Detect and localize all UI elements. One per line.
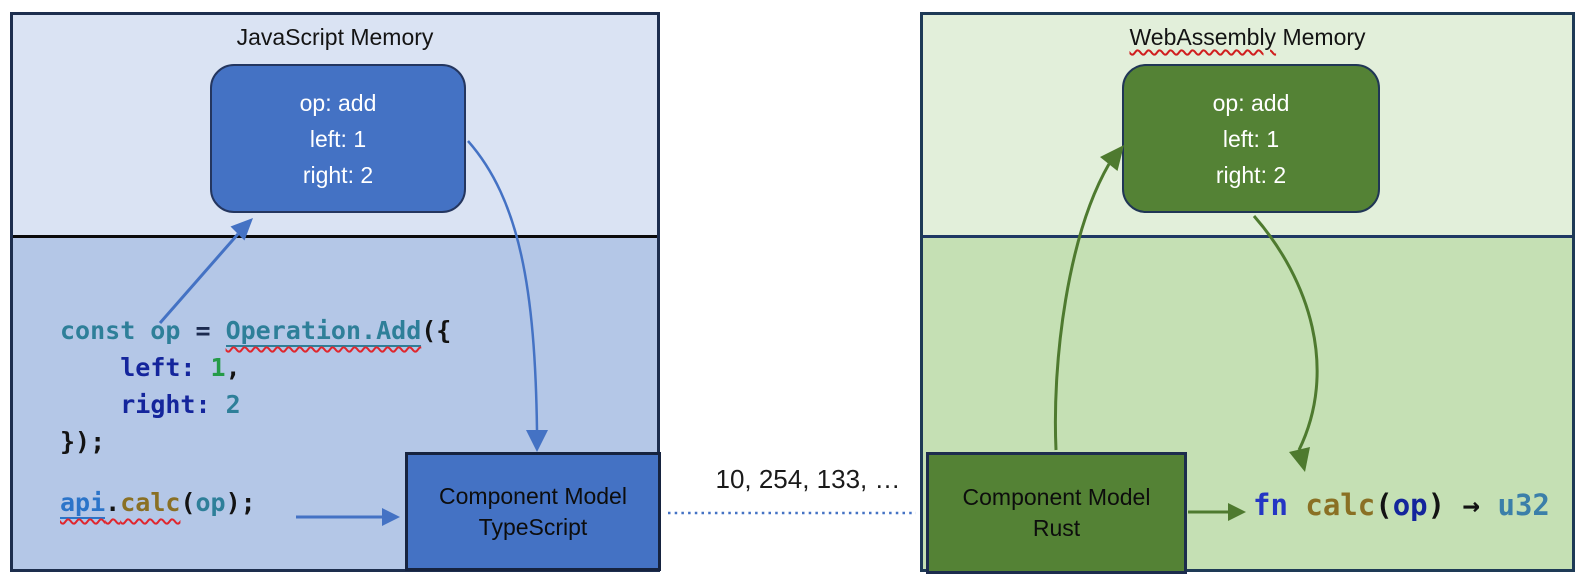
code-token: ); [225, 488, 256, 517]
code-token: right: [120, 390, 226, 419]
code-indent [60, 390, 120, 419]
memory-object-line: right: 2 [1215, 161, 1287, 188]
code-indent [60, 353, 120, 382]
byte-stream-label: 10, 254, 133, … [715, 464, 901, 494]
memory-object-line: left: 1 [1222, 125, 1280, 152]
js-memory-object-box: op: add left: 1 right: 2 [210, 64, 466, 213]
component-box-line: Rust [1032, 515, 1081, 541]
code-line: left: 1, [60, 351, 451, 388]
code-token: const op [60, 316, 181, 345]
code-line: right: 2 [60, 388, 451, 425]
code-line: const op = Operation.Add({ [60, 314, 451, 351]
memory-object-line: right: 2 [302, 161, 374, 188]
code-token: 1 [210, 353, 226, 382]
wasm-panel-title: WebAssembly Memory [920, 24, 1575, 51]
code-token-return-arrow: → [1445, 488, 1498, 522]
memory-object-line: left: 1 [309, 125, 367, 152]
code-token: op [1392, 488, 1428, 522]
code-line-api-call: api.calc(op); [60, 486, 451, 523]
code-token: }); [60, 427, 106, 456]
code-token: , [225, 353, 241, 382]
code-token: op [195, 488, 226, 517]
code-token: fn [1253, 488, 1306, 522]
component-model-rust-box: Component Model Rust [926, 452, 1187, 574]
code-token: u32 [1497, 488, 1550, 522]
code-token: calc [1305, 488, 1376, 522]
code-token: = [180, 316, 226, 345]
component-box-line: TypeScript [478, 513, 588, 540]
code-token: . [105, 488, 121, 517]
code-token: ( [180, 488, 196, 517]
component-box-line: Component Model [962, 484, 1151, 510]
memory-object-line: op: add [1212, 89, 1290, 116]
wasm-memory-object-box: op: add left: 1 right: 2 [1122, 64, 1380, 213]
memory-object-line: op: add [299, 89, 377, 116]
code-token: ({ [421, 316, 452, 345]
code-token: ) [1427, 488, 1446, 522]
rust-code-line: fn calc(op) → u32 [1253, 488, 1550, 522]
code-token: 2 [225, 390, 241, 419]
wasm-title-flagged-word: WebAssembly [1129, 24, 1277, 50]
code-token: calc [120, 488, 181, 517]
code-line: }); [60, 425, 451, 462]
code-token-api-calc: api.calc [60, 488, 180, 519]
code-token: api [60, 488, 106, 519]
typescript-code-block: const op = Operation.Add({ left: 1, righ… [60, 314, 451, 523]
component-model-typescript-box: Component Model TypeScript [405, 452, 661, 571]
code-token-operation-add: Operation.Add [225, 316, 422, 347]
component-box-line: Component Model [439, 482, 627, 509]
code-token: ( [1375, 488, 1393, 522]
code-token: left: [120, 353, 211, 382]
wasm-title-rest: Memory [1276, 24, 1366, 50]
js-panel-title: JavaScript Memory [236, 24, 434, 50]
